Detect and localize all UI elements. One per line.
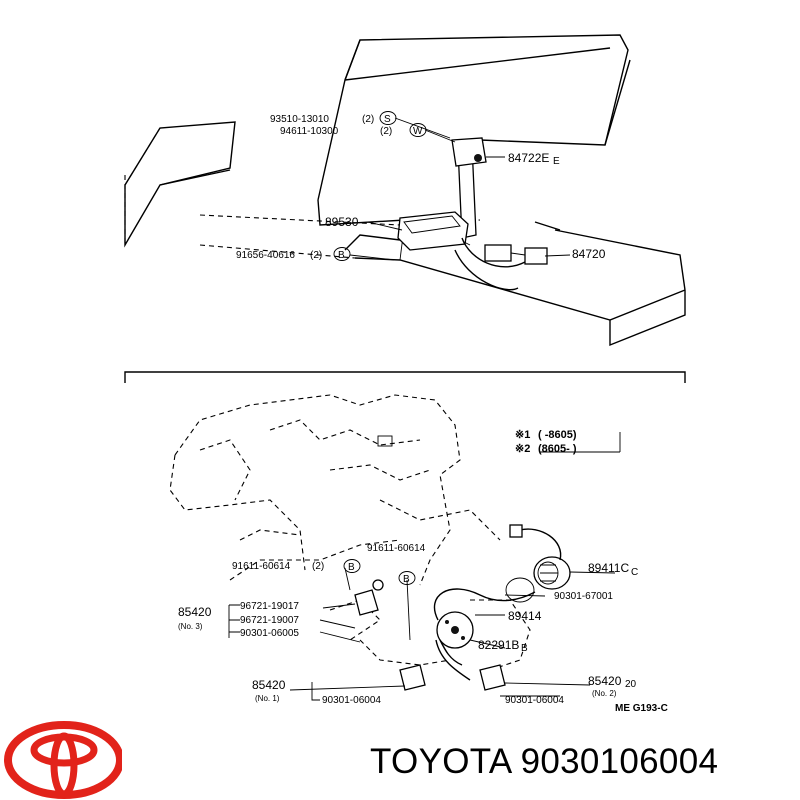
callout-90301-06004-left: 90301-06004 xyxy=(322,695,381,706)
legend-range-2: (8605- ) xyxy=(538,443,577,455)
callout-90301-06004-right: 90301-06004 xyxy=(505,695,564,706)
callout-90301-67001: 90301-67001 xyxy=(554,591,613,602)
svg-text:B: B xyxy=(338,250,345,261)
brand-name: TOYOTA xyxy=(370,742,511,781)
callout-96721-19007: 96721-19007 xyxy=(240,615,299,626)
tag-b-center: B xyxy=(398,571,416,585)
callout-85420-no2-suffix: 20 xyxy=(625,679,637,690)
svg-text:B: B xyxy=(403,574,410,585)
callout-82291b: 82291B xyxy=(478,638,519,652)
legend-mark-1: ※1 xyxy=(515,429,530,441)
diagram-reference: ME G193-C xyxy=(615,703,668,714)
callout-89530: 89530 xyxy=(325,215,359,229)
callout-85420-no1: 85420 xyxy=(252,678,286,692)
callout-89411c-suffix: C xyxy=(631,567,638,578)
toyota-logo xyxy=(4,721,122,799)
callout-94611-10300-qty: (2) xyxy=(380,126,392,137)
svg-text:W: W xyxy=(413,126,423,137)
callout-91611-60614-left: 91611-60614 xyxy=(232,561,291,572)
callout-91611-60614-left-qty: (2) xyxy=(312,561,324,572)
svg-text:B: B xyxy=(348,562,355,573)
callout-85420-no3-note: (No. 3) xyxy=(178,622,203,631)
svg-text:S: S xyxy=(384,114,391,125)
callout-96721-19017: 96721-19017 xyxy=(240,601,299,612)
callout-93510-13010-qty: (2) xyxy=(362,114,374,125)
part-number: 9030106004 xyxy=(520,742,719,781)
callout-91656-40616: 91656-40616 xyxy=(236,250,295,261)
callout-91656-40616-qty: (2) xyxy=(310,250,322,261)
callout-84722e: 84722E xyxy=(508,151,549,165)
callout-94611-10300: 94611-10300 xyxy=(280,126,339,137)
section-divider xyxy=(124,371,686,383)
callout-91611-60614-center: 91611-60614 xyxy=(367,543,426,554)
callout-85420-no2: 85420 xyxy=(588,674,622,688)
footer-brand-line: TOYOTA 9030106004 xyxy=(370,742,718,782)
callout-90301-06005: 90301-06005 xyxy=(240,628,299,639)
legend-mark-2: ※2 xyxy=(515,443,530,455)
callout-85420-no3: 85420 xyxy=(178,605,212,619)
tag-w: W xyxy=(409,123,427,137)
callout-82291b-suffix: B xyxy=(521,643,528,654)
tag-s: S xyxy=(379,111,397,125)
tag-b-left: B xyxy=(343,559,361,573)
callout-84722e-suffix: E xyxy=(553,156,560,167)
callout-89414: 89414 xyxy=(508,609,542,623)
top-body-drawing: S W B xyxy=(124,34,686,347)
legend-range-1: ( -8605) xyxy=(538,429,577,441)
footer: TOYOTA 9030106004 xyxy=(0,708,800,800)
callout-85420-no2-note: (No. 2) xyxy=(592,689,617,698)
callout-89411c: 89411C xyxy=(588,561,629,575)
legend-box: ※1 ( -8605) ※2 (8605- ) xyxy=(515,429,621,455)
engine-drawing: B B xyxy=(169,394,616,701)
tag-b-top: B xyxy=(333,247,351,261)
callout-84720: 84720 xyxy=(572,247,606,261)
callout-93510-13010: 93510-13010 xyxy=(270,114,329,125)
callout-85420-no1-note: (No. 1) xyxy=(255,694,280,703)
